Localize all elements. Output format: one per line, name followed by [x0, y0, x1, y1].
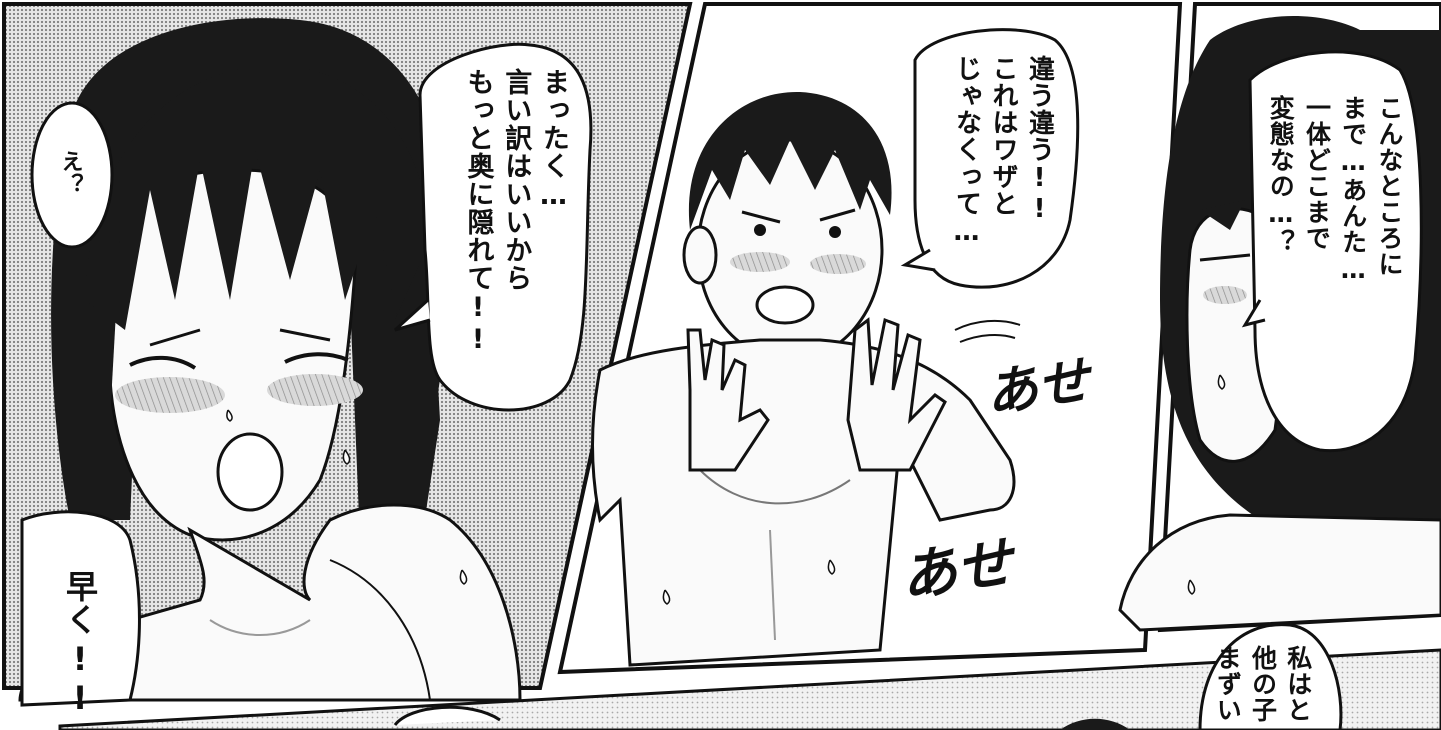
bubble-line-3: もっと奥に隠れて!! [462, 68, 494, 356]
panel-right [1118, 1, 1441, 633]
sfx-ase-2: あせ [896, 529, 1017, 611]
bubble-line-2: これはワザと [988, 55, 1018, 217]
bubble-line-exclaim: !! [61, 640, 99, 718]
sfx-ase-1: あせ [981, 350, 1094, 425]
panel-left [2, 2, 693, 707]
bubble-text-hayaku: 早く !! [60, 570, 100, 718]
bubble-line-2: 他の子 [1248, 645, 1278, 723]
bubble-text-left-main: まったく… 言い訳はいいから もっと奥に隠れて!! [440, 68, 570, 398]
bubble-line-3: まずい [1213, 645, 1243, 723]
bubble-text-middle: 違う違う!! これはワザと じゃなくって… [950, 55, 1056, 285]
bubble-text-eh: え？ [57, 150, 83, 196]
bubble-line-2: 言い訳はいいから [500, 68, 532, 292]
bubble-line-2: まで…あんた… [1338, 95, 1368, 285]
bubble-line-3: 一体どこまで [1302, 95, 1332, 251]
panel-bottom [58, 623, 1441, 730]
bubble-line-1: まったく… [538, 68, 569, 212]
panel-middle [557, 1, 1183, 675]
bubble-line-1: こんなところに [1375, 95, 1404, 277]
bubble-text-right: こんなところに まで…あんた… 一体どこまで 変態なの…？ [1265, 95, 1405, 425]
bubble-line-4: 変態なの…？ [1266, 95, 1296, 255]
bubble-text-bottom-right: 私はと 他の子 まずい [1212, 645, 1314, 730]
bubble-line-1: 違う違う!! [1024, 55, 1055, 225]
bubble-line-3: じゃなくって… [951, 55, 982, 248]
bubble-line-1: 私はと [1283, 645, 1313, 723]
bubble-line-hayaku: 早く [61, 570, 99, 636]
